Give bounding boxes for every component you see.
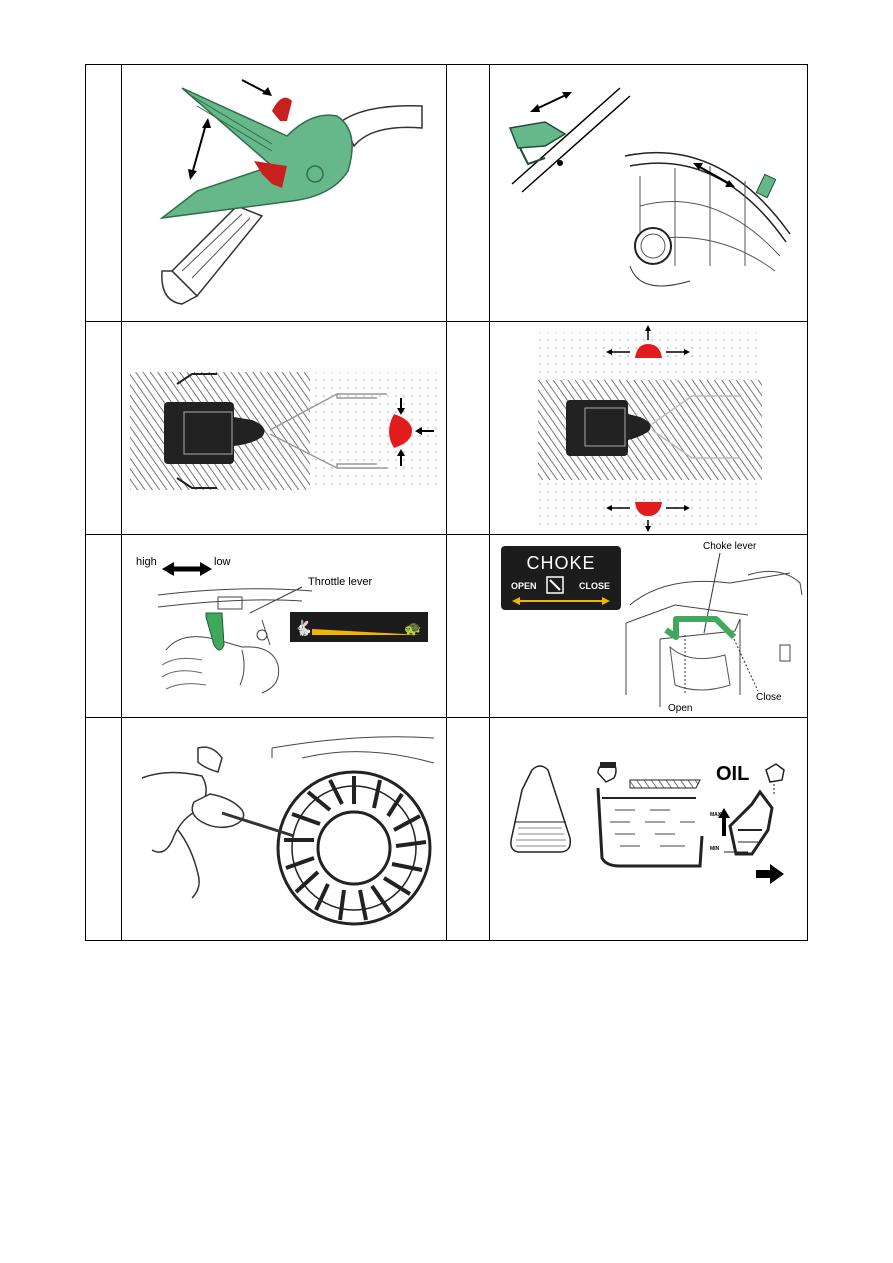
oil-label: OIL: [716, 763, 749, 785]
handle-lever-illustration: [122, 66, 446, 321]
choke-close-label: CLOSE: [579, 581, 610, 591]
mower-side-discharge-diagram: [490, 322, 808, 534]
adjustment-lever-illustration: [490, 66, 808, 321]
choke-symbol-icon: [546, 576, 564, 594]
row-divider: [86, 321, 807, 322]
rabbit-icon: 🐇: [294, 619, 313, 637]
speed-low-label: low: [214, 556, 231, 568]
row-divider: [86, 717, 807, 718]
throttle-lever-label: Throttle lever: [308, 576, 373, 588]
max-label: MAX: [710, 812, 722, 818]
open-label: Open: [668, 703, 692, 714]
turtle-icon: 🐢: [404, 620, 421, 636]
instruction-figure-table: high low Throttle lever 🐇 🐢 C: [85, 64, 808, 941]
row-divider: [86, 534, 807, 535]
speed-high-label: high: [136, 556, 157, 568]
column-divider: [121, 65, 122, 940]
close-label: Close: [756, 692, 782, 703]
choke-lever-label: Choke lever: [703, 541, 757, 552]
choke-lever-illustration: CHOKE OPEN CLOSE Choke lever Close Open: [490, 535, 808, 717]
throttle-lever-illustration: high low Throttle lever 🐇 🐢: [122, 535, 446, 717]
oil-fill-illustration: OIL MAX MIN: [490, 718, 808, 940]
column-divider: [489, 65, 490, 940]
mower-catch-diagram: [122, 322, 446, 534]
recoil-starter-illustration: [122, 718, 446, 940]
min-label: MIN: [710, 846, 720, 852]
choke-sign: [501, 546, 621, 610]
choke-title: CHOKE: [526, 553, 595, 573]
column-divider: [446, 65, 447, 940]
choke-open-label: OPEN: [511, 581, 537, 591]
arrow-right-icon: [756, 864, 784, 884]
